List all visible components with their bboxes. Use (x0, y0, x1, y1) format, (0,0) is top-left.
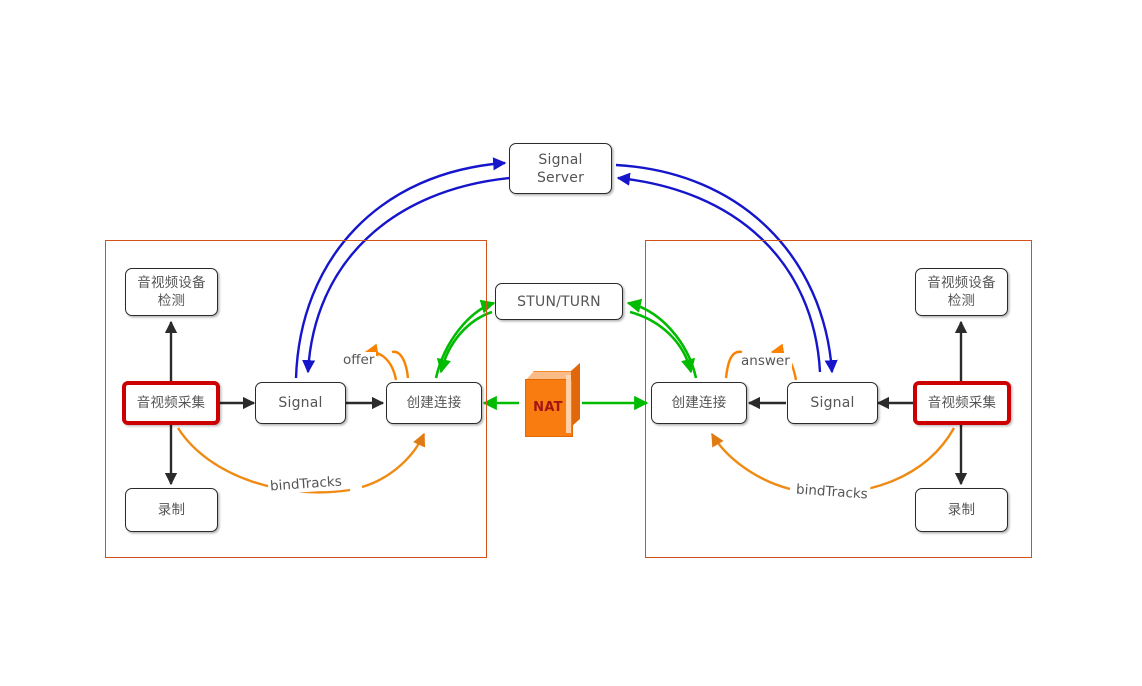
left-offer-label: offer (341, 352, 377, 368)
left-record-node[interactable]: 录制 (125, 488, 218, 532)
right-record-node[interactable]: 录制 (915, 488, 1008, 532)
left-signal-label: Signal (278, 395, 323, 411)
right-device-check-node[interactable]: 音视频设备 检测 (915, 268, 1008, 316)
right-device-check-label-line2: 检测 (947, 293, 976, 309)
nat-front-face (525, 379, 573, 437)
left-device-check-node[interactable]: 音视频设备 检测 (125, 268, 218, 316)
right-signal-node[interactable]: Signal (787, 382, 878, 424)
right-create-connection-label: 创建连接 (671, 395, 727, 411)
stun-turn-label: STUN/TURN (517, 293, 601, 310)
left-create-connection-label: 创建连接 (406, 395, 462, 411)
signal-server-label-line2: Server (536, 169, 585, 186)
nat-page-edge (566, 375, 571, 433)
right-record-label: 录制 (947, 502, 976, 518)
nat-block: NAT (525, 362, 583, 437)
edge-left-offer (364, 343, 410, 381)
left-capture-node[interactable]: 音视频采集 (122, 381, 220, 425)
right-signal-label: Signal (810, 395, 855, 411)
right-device-check-label-line1: 音视频设备 (927, 275, 996, 291)
right-create-connection-node[interactable]: 创建连接 (651, 382, 747, 424)
signal-server-label-line1: Signal (538, 151, 583, 168)
edge-server-to-left-signal (302, 176, 511, 374)
signal-server-node[interactable]: Signal Server (509, 143, 612, 194)
edge-server-to-right-signal (615, 163, 838, 374)
edge-stun-to-right-conn (629, 310, 696, 374)
right-answer-label: answer (739, 353, 792, 369)
right-capture-label: 音视频采集 (927, 395, 997, 411)
right-capture-node[interactable]: 音视频采集 (913, 381, 1011, 425)
edge-left-bindtracks (176, 427, 426, 494)
left-device-check-label-line2: 检测 (157, 293, 186, 309)
edge-left-signal-to-server (294, 157, 507, 379)
stun-turn-node[interactable]: STUN/TURN (495, 283, 623, 320)
left-signal-node[interactable]: Signal (255, 382, 346, 424)
edge-right-signal-to-server (616, 172, 822, 373)
left-device-check-label-line1: 音视频设备 (137, 275, 206, 291)
nat-label: NAT (533, 399, 563, 415)
edge-stun-to-left-conn (436, 310, 493, 374)
left-create-connection-node[interactable]: 创建连接 (386, 382, 482, 424)
left-record-label: 录制 (157, 502, 186, 518)
left-capture-label: 音视频采集 (136, 395, 206, 411)
